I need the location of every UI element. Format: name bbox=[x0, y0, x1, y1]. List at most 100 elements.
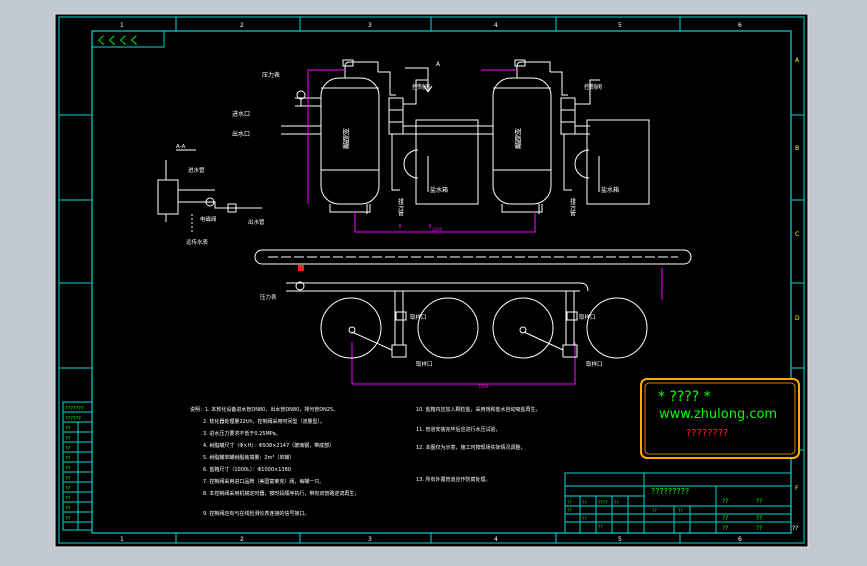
resin-tank-2 bbox=[492, 77, 552, 205]
corner-stamp: くくくく bbox=[96, 34, 140, 47]
note-left-3: 3. 进水压力要求不低于0.25MPa。 bbox=[203, 430, 281, 437]
grid-col-4-bottom: 4 bbox=[494, 536, 498, 543]
note-left-4: 4. 树脂罐尺寸（Φ×H）：Φ938×2147（玻璃钢，带底部） bbox=[203, 442, 334, 449]
corner-stamp-box bbox=[91, 30, 165, 48]
wall bbox=[254, 249, 692, 271]
label-brine-2: 盐水箱 bbox=[601, 186, 619, 194]
section-a-a bbox=[157, 149, 262, 232]
grid-col-2-top: 2 bbox=[240, 22, 244, 29]
plan-gauge bbox=[295, 281, 305, 291]
strip-cell-10: ?? bbox=[65, 496, 71, 502]
plan-brine-1 bbox=[417, 297, 479, 359]
label-sample-4: 取样口 bbox=[586, 360, 603, 368]
label-valve-2: 控制阀 bbox=[584, 83, 602, 91]
notes-right: 10. 盐箱内应加入颗粒盐，采用饱和盐水自动吸盐再生， 11. 管道安装完毕后应… bbox=[416, 406, 541, 483]
title-mini-8: ?? bbox=[652, 508, 657, 514]
title-mini-4: ?? bbox=[614, 500, 619, 506]
grid-row-A: A bbox=[795, 57, 800, 64]
title-block bbox=[564, 472, 792, 534]
note-left-9: 9. 控制阀应有与在线检测仪表连接的信号接口。 bbox=[203, 510, 309, 517]
grid-col-5-bottom: 5 bbox=[618, 536, 622, 543]
grid-col-6-bottom: 6 bbox=[738, 536, 742, 543]
label-sample-3: 取样口 bbox=[579, 313, 596, 321]
title-right-2: ?? bbox=[756, 498, 762, 505]
note-left-1: 说明：1. 本软化设备进水管DN80，出水管DN80，排污管DN25。 bbox=[190, 406, 338, 413]
title-mini-7: ?? bbox=[598, 524, 603, 530]
label-outlet: 出水口 bbox=[232, 130, 250, 138]
grid-row-B: B bbox=[795, 145, 799, 152]
plan-view bbox=[286, 281, 648, 359]
watermark-line-2: www.zhulong.com bbox=[659, 407, 777, 422]
dim-top-span: 1200 bbox=[432, 227, 443, 232]
label-section-meter: 远传水表 bbox=[186, 238, 209, 246]
strip-cell-1: ??????? bbox=[65, 406, 84, 412]
title-right-3: ?? bbox=[722, 515, 728, 522]
section-marker-label: A bbox=[436, 61, 441, 68]
inner-frame bbox=[91, 30, 792, 534]
label-drain-1: 排污管 bbox=[397, 197, 404, 217]
grid-col-2-bottom: 2 bbox=[240, 536, 244, 543]
grid-col-1-top: 1 bbox=[120, 22, 124, 29]
label-tank-2: 树脂罐 bbox=[514, 127, 522, 150]
strip-cell-3: ?? bbox=[65, 426, 71, 432]
grid-col-5-top: 5 bbox=[618, 22, 622, 29]
title-right-6: ?? bbox=[756, 525, 762, 532]
brine-tank-2 bbox=[586, 119, 650, 205]
grid-col-4-top: 4 bbox=[494, 22, 498, 29]
note-left-5: 5. 树脂罐单罐树脂装填量：2m³（单罐） bbox=[203, 454, 294, 461]
control-valve-2 bbox=[560, 97, 576, 135]
sheet-number: ?? bbox=[792, 525, 798, 532]
strip-cell-6: ?? bbox=[65, 456, 71, 462]
title-right-4: ?? bbox=[756, 515, 762, 522]
title-block-center-title: ????????? bbox=[651, 487, 689, 496]
note-left-7: 7. 控制阀采用进口品牌（美国富莱克）阀，每罐一只。 bbox=[203, 478, 324, 485]
title-mini-9: ?? bbox=[678, 508, 683, 514]
title-mini-5: ?? bbox=[567, 508, 572, 514]
grid-col-1-bottom: 1 bbox=[120, 536, 124, 543]
label-drain-2: 排污管 bbox=[569, 197, 576, 217]
strip-cell-12: ?? bbox=[65, 516, 71, 522]
plan-tank-1 bbox=[320, 297, 382, 359]
note-left-8: 8. 本控制阀采用机械定时器，按时段顺序执行，带有双管路逆流再生， bbox=[203, 490, 359, 497]
label-section-inlet: 进水管 bbox=[188, 166, 205, 174]
grid-row-C: C bbox=[795, 231, 799, 238]
strip-cell-8: ?? bbox=[65, 476, 71, 482]
watermark-line-3: ???????? bbox=[686, 428, 728, 439]
label-valve-1: 控制阀 bbox=[412, 83, 430, 91]
section-label: A-A bbox=[176, 144, 186, 150]
dim-bottom-span: 1200 bbox=[478, 384, 489, 389]
grid-row-F: F bbox=[795, 485, 799, 492]
title-mini-3: ???? bbox=[598, 500, 608, 506]
plan-brine-2 bbox=[586, 297, 648, 359]
watermark-box bbox=[640, 378, 800, 459]
plan-tank-2 bbox=[492, 297, 554, 359]
note-left-6: 6. 盐箱尺寸（1000L）：Φ1000×1380 bbox=[203, 466, 291, 473]
drawing-sheet bbox=[54, 13, 809, 548]
strip-cell-2: ?????? bbox=[65, 416, 81, 422]
note-right-3: 12. 本图仅为示意，施工时按现场实际情况调整， bbox=[416, 444, 526, 451]
strip-cell-7: ?? bbox=[65, 466, 71, 472]
label-section-outlet: 出水管 bbox=[248, 218, 265, 226]
section-valve-icon bbox=[205, 197, 215, 207]
control-valve-1 bbox=[388, 97, 404, 135]
grid-col-3-bottom: 3 bbox=[368, 536, 372, 543]
left-revision-strip bbox=[62, 401, 93, 531]
note-left-2: 2. 软化器处理量22t/h，控制阀采用时间型（流量型）。 bbox=[203, 418, 325, 425]
section-body bbox=[157, 179, 179, 215]
resin-tank-1 bbox=[320, 77, 380, 205]
label-brine-1: 盐水箱 bbox=[430, 186, 448, 194]
brine-tank-1 bbox=[415, 119, 479, 205]
note-right-4: 13. 所有外露管道应作防腐处理。 bbox=[416, 476, 491, 483]
grid-col-3-top: 3 bbox=[368, 22, 372, 29]
title-mini-6: ?? bbox=[582, 516, 587, 522]
label-section-valve: 电磁阀 bbox=[200, 215, 217, 223]
title-mini-1: ?? bbox=[567, 500, 572, 506]
title-right-5: ?? bbox=[722, 525, 728, 532]
label-sample-2: 取样口 bbox=[416, 360, 433, 368]
strip-cell-11: ?? bbox=[65, 506, 71, 512]
strip-cell-9: ?? bbox=[65, 486, 71, 492]
label-inlet: 进水口 bbox=[232, 110, 250, 118]
label-pressure-gauge-bottom: 压力表 bbox=[260, 293, 277, 301]
